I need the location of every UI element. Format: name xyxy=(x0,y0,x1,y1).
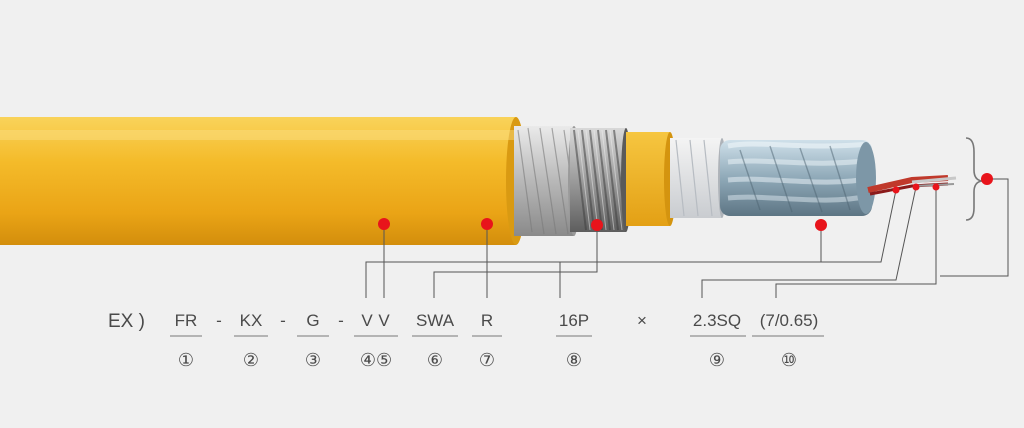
binder-tape xyxy=(670,138,726,218)
code-2-3sq: 2.3SQ xyxy=(693,311,741,330)
code-v1: V xyxy=(361,311,373,330)
marker-strand xyxy=(932,183,940,191)
conductors xyxy=(867,175,957,196)
sep-1: - xyxy=(216,311,222,330)
code-7-0-65: (7/0.65) xyxy=(760,311,819,330)
number-3: ③ xyxy=(305,350,321,370)
number-2: ② xyxy=(243,350,259,370)
inner-sheath xyxy=(626,132,676,226)
code-r: R xyxy=(481,311,493,330)
marker-fr xyxy=(378,218,390,230)
marker-pair xyxy=(892,186,900,194)
item-numbers: ① ② ③ ④⑤ ⑥ ⑦ ⑧ ⑨ ⑩ xyxy=(178,350,797,370)
marker-r xyxy=(481,218,493,230)
marker-bundle xyxy=(981,173,993,185)
leader-lines xyxy=(365,178,1009,298)
code-g: G xyxy=(306,311,319,330)
armour-layer xyxy=(570,128,631,232)
sep-2: - xyxy=(280,311,286,330)
marker-swa xyxy=(591,219,603,231)
designation-prefix: EX ) xyxy=(108,311,145,332)
number-10: ⑩ xyxy=(781,350,797,370)
marker-conductor xyxy=(912,183,920,191)
code-swa: SWA xyxy=(416,311,455,330)
number-7: ⑦ xyxy=(479,350,495,370)
code-kx: KX xyxy=(240,311,263,330)
conductor-brace xyxy=(965,137,983,221)
number-9: ⑨ xyxy=(709,350,725,370)
markers xyxy=(378,173,993,231)
code-16p: 16P xyxy=(559,311,589,330)
number-6: ⑥ xyxy=(427,350,443,370)
number-8: ⑧ xyxy=(566,350,582,370)
designation-row: EX ) FR - KX - G - V V SWA R 16P × 2.3SQ… xyxy=(108,311,818,332)
number-1: ① xyxy=(178,350,194,370)
code-fr: FR xyxy=(175,311,198,330)
shielded-pairs xyxy=(720,140,876,216)
number-4-5: ④⑤ xyxy=(360,350,392,370)
sep-times: × xyxy=(637,311,647,330)
marker-shield xyxy=(815,219,827,231)
sep-3: - xyxy=(338,311,344,330)
outer-jacket xyxy=(0,117,526,245)
code-v2: V xyxy=(378,311,390,330)
